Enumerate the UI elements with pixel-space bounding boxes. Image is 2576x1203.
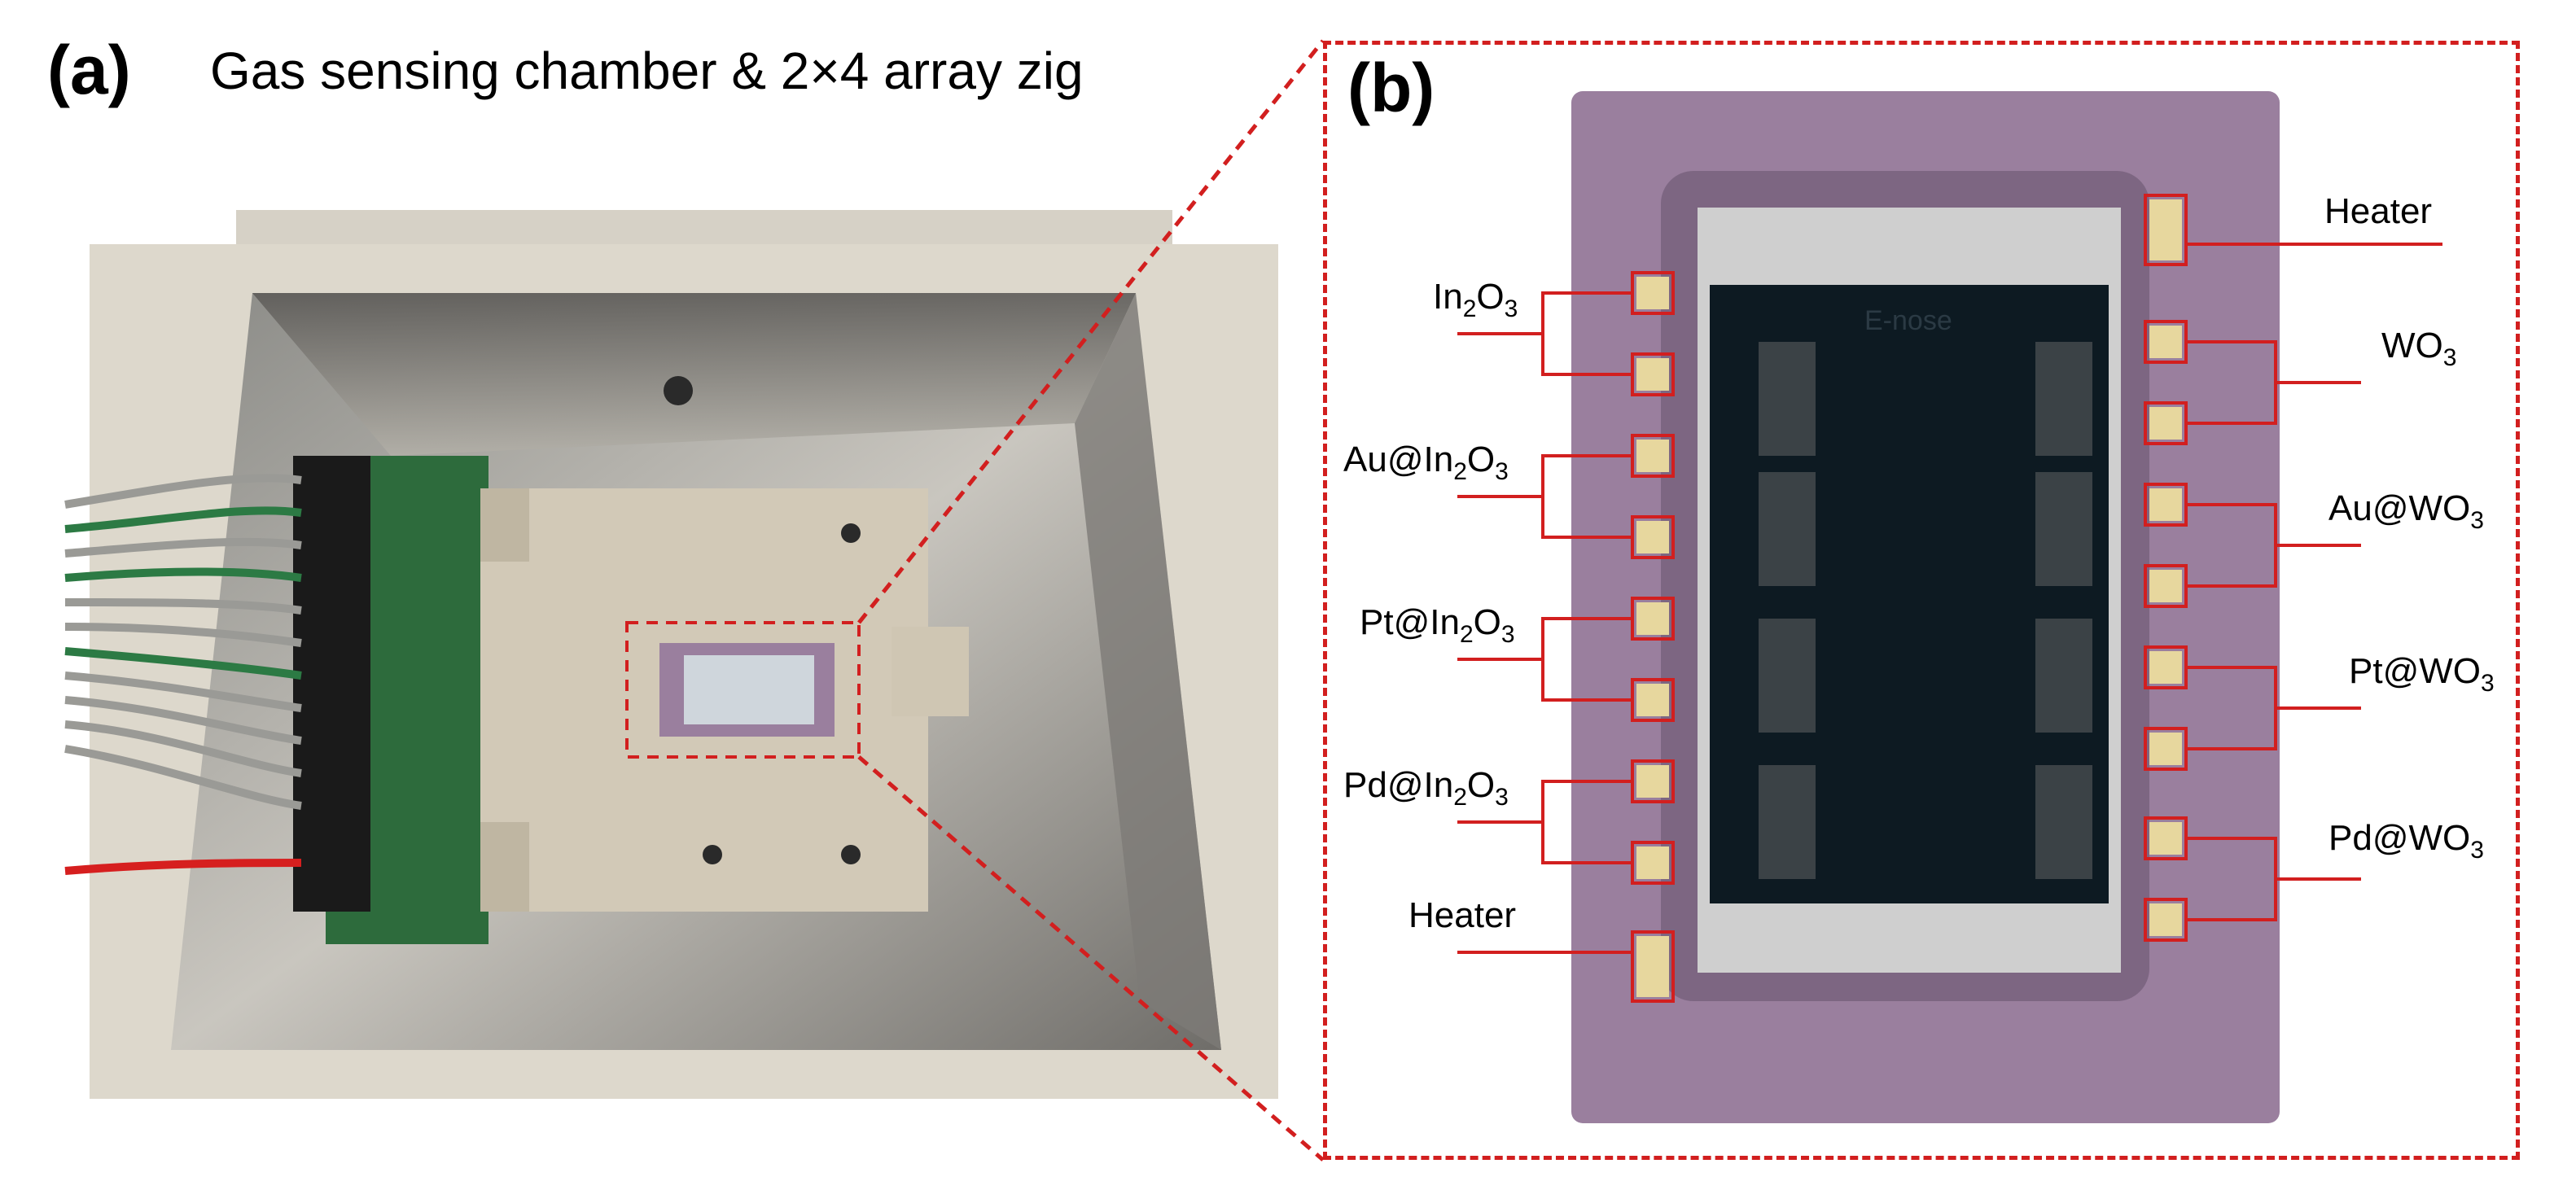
chip-text: E-nose (1864, 305, 1952, 336)
zoom-source-box (625, 621, 861, 759)
panel-a-letter: (a) (47, 32, 131, 108)
panel-b-frame (1323, 41, 2520, 1160)
pad-box-heater-left (1631, 930, 1675, 1003)
label-pt-in2o3: Pt@In2O3 (1360, 602, 1515, 648)
panel-b-letter: (b) (1347, 50, 1435, 126)
label-heater-left: Heater (1408, 895, 1517, 935)
wire-bundle (64, 474, 302, 875)
pad-box-heater-right (2144, 194, 2188, 266)
connector (293, 456, 370, 912)
chamber-port (664, 376, 693, 405)
label-pd-wo3: Pd@WO3 (2328, 818, 2484, 864)
label-pt-wo3: Pt@WO3 (2349, 651, 2495, 697)
label-pd-in2o3: Pd@In2O3 (1343, 765, 1509, 811)
label-wo3: WO3 (2381, 326, 2457, 371)
label-au-in2o3: Au@In2O3 (1343, 440, 1509, 485)
label-in2o3: In2O3 (1433, 277, 1518, 322)
zoom-line-top (857, 39, 1325, 624)
label-heater-right: Heater (2324, 191, 2433, 231)
zoom-line-bottom (857, 755, 1325, 1161)
label-au-wo3: Au@WO3 (2328, 488, 2484, 534)
panel-a-title: Gas sensing chamber & 2×4 array zig (210, 42, 1084, 100)
